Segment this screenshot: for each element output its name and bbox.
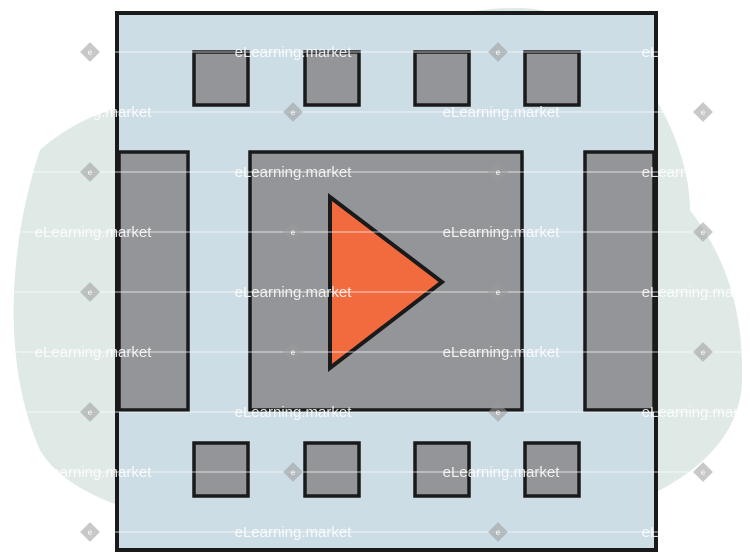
perforation bbox=[303, 441, 361, 498]
watermark-diamond-icon bbox=[80, 282, 100, 302]
watermark-text: eLearning.market bbox=[642, 164, 750, 181]
watermark-diamond-icon bbox=[693, 462, 713, 482]
perforation bbox=[523, 441, 581, 498]
watermark-badge-letter: e bbox=[291, 348, 296, 357]
watermark-diamond-icon bbox=[80, 42, 100, 62]
watermark-text: eLearning.market bbox=[642, 404, 750, 421]
watermark-badge-letter: e bbox=[496, 408, 501, 417]
perforation bbox=[192, 441, 250, 498]
watermark-badge-letter: e bbox=[291, 228, 296, 237]
watermark-diamond-icon bbox=[488, 522, 508, 542]
watermark-text: eLearning.market bbox=[642, 524, 750, 541]
watermark-text: eLearning.market bbox=[235, 524, 353, 541]
watermark-badge-letter: e bbox=[496, 168, 501, 177]
watermark-badge-letter: e bbox=[701, 348, 706, 357]
watermark-badge-letter: e bbox=[88, 408, 93, 417]
watermark-diamond-icon bbox=[488, 162, 508, 182]
watermark-text: eLearning.market bbox=[443, 224, 561, 241]
watermark-badge-letter: e bbox=[88, 288, 93, 297]
watermark-diamond-icon bbox=[283, 462, 303, 482]
watermark-badge-letter: e bbox=[88, 168, 93, 177]
watermark-diamond-icon bbox=[488, 42, 508, 62]
watermark-badge-letter: e bbox=[88, 528, 93, 537]
watermark-badge-letter: e bbox=[701, 228, 706, 237]
watermark-text: eLearning.market bbox=[35, 464, 153, 481]
watermark-text: eLearning.market bbox=[35, 104, 153, 121]
watermark-diamond-icon bbox=[283, 342, 303, 362]
watermark-text: eLearning.market bbox=[235, 404, 353, 421]
watermark-diamond-icon bbox=[488, 282, 508, 302]
watermark-badge-letter: e bbox=[496, 288, 501, 297]
watermark-diamond-icon bbox=[80, 162, 100, 182]
watermark-diamond-icon bbox=[283, 222, 303, 242]
watermark-badge-letter: e bbox=[701, 108, 706, 117]
right-side-panel bbox=[583, 150, 656, 412]
watermark-badge-letter: e bbox=[291, 468, 296, 477]
watermark-badge-letter: e bbox=[291, 108, 296, 117]
watermark-diamond-icon bbox=[488, 402, 508, 422]
perforation bbox=[303, 50, 361, 107]
perforation bbox=[413, 50, 471, 107]
watermark-text: eLearning.market bbox=[235, 164, 353, 181]
perforation bbox=[413, 441, 471, 498]
watermark-badge-letter: e bbox=[496, 48, 501, 57]
watermark-badge-letter: e bbox=[496, 528, 501, 537]
watermark-text: eLearning.market bbox=[642, 44, 750, 61]
watermark-text: eLearning.market bbox=[443, 344, 561, 361]
perforation bbox=[523, 50, 581, 107]
watermark-text: eLearning.market bbox=[35, 344, 153, 361]
watermark-text: eLearning.market bbox=[443, 104, 561, 121]
watermark-text: eLearning.market bbox=[235, 44, 353, 61]
play-icon bbox=[328, 192, 446, 373]
watermark-diamond-icon bbox=[693, 342, 713, 362]
watermark-badge-letter: e bbox=[701, 468, 706, 477]
watermark-text: eLearning.market bbox=[443, 464, 561, 481]
watermark-text: eLearning.market bbox=[235, 284, 353, 301]
watermark-diamond-icon bbox=[283, 102, 303, 122]
watermark-text: eLearning.market bbox=[35, 224, 153, 241]
bottom-perforations bbox=[192, 441, 581, 498]
watermark-badge-letter: e bbox=[88, 48, 93, 57]
watermark-diamond-icon bbox=[80, 402, 100, 422]
left-side-panel bbox=[117, 150, 190, 412]
watermark-text: eLearning.market bbox=[642, 284, 750, 301]
